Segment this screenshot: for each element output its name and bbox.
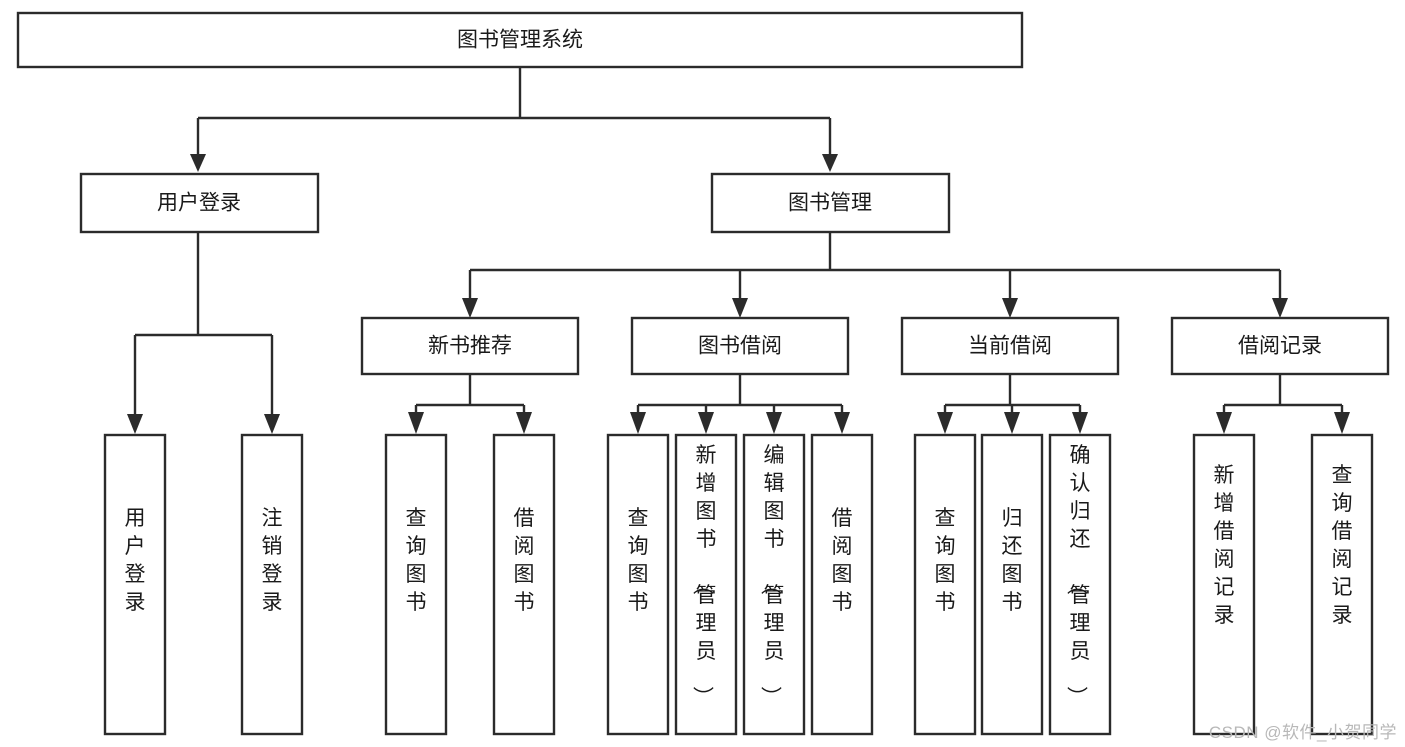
leaf-node[interactable]: 查询图书 <box>913 433 977 736</box>
node-box-book-borrow <box>630 316 850 376</box>
node-label-current-borrow: 当前借阅 <box>968 335 1052 358</box>
arrowhead-l2-2 <box>732 298 748 318</box>
leaf-node[interactable]: 用户登录 <box>103 433 167 736</box>
node-label-book-borrow: 图书借阅 <box>698 335 782 358</box>
leaf-box-current-borrow-3 <box>1048 433 1112 736</box>
leaf-box-new-book-1 <box>384 433 448 736</box>
node-box-borrow-record <box>1170 316 1390 376</box>
node-box-root <box>16 11 1024 69</box>
arrowhead-cb-1 <box>937 412 953 434</box>
arrowhead-l2-3 <box>1002 298 1018 318</box>
leaf-node[interactable]: 查询借阅记录 <box>1310 433 1374 736</box>
node-box-user-login <box>79 172 320 234</box>
node-current-borrow[interactable]: 当前借阅 <box>900 316 1120 376</box>
arrowhead-book-manage <box>822 154 838 172</box>
arrowhead-l2-1 <box>462 298 478 318</box>
leaf-node[interactable]: 借阅图书 <box>492 433 556 736</box>
leaf-box-user-login-2 <box>240 433 304 736</box>
connectors-current-borrow-to-leaves <box>937 374 1088 434</box>
connectors-borrow-record-to-leaves <box>1216 374 1350 434</box>
leaf-box-current-borrow-1 <box>913 433 977 736</box>
leaf-node[interactable]: 归还图书 <box>980 433 1044 736</box>
connectors-user-login-to-leaves <box>127 232 280 434</box>
node-book-borrow[interactable]: 图书借阅 <box>630 316 850 376</box>
leaf-node[interactable]: 新增图书（管理员） <box>674 433 738 736</box>
leaf-label-new-book-2: 借阅图书 <box>514 507 535 614</box>
leaf-node[interactable]: 注销登录 <box>240 433 304 736</box>
leaf-label-user-login-2: 注销登录 <box>262 507 283 614</box>
node-label-borrow-record: 借阅记录 <box>1238 335 1322 358</box>
arrowhead-bb-3 <box>766 412 782 434</box>
node-new-book-recommend[interactable]: 新书推荐 <box>360 316 580 376</box>
arrowhead-cb-3 <box>1072 412 1088 434</box>
arrowhead-bb-1 <box>630 412 646 434</box>
arrowhead-ul-1 <box>127 414 143 434</box>
leaf-box-book-borrow-3 <box>742 433 806 736</box>
leaf-label-book-borrow-3: 编辑图书（管理员） <box>759 444 785 707</box>
node-box-current-borrow <box>900 316 1120 376</box>
arrowhead-l2-4 <box>1272 298 1288 318</box>
node-label-new-book-recommend: 新书推荐 <box>428 335 512 358</box>
node-user-login[interactable]: 用户登录 <box>79 172 320 234</box>
connectors-root-to-level1 <box>190 67 838 172</box>
arrowhead-ul-2 <box>264 414 280 434</box>
arrowhead-bb-4 <box>834 412 850 434</box>
arrowhead-nb-2 <box>516 412 532 434</box>
arrowhead-cb-2 <box>1004 412 1020 434</box>
leaf-box-book-borrow-2 <box>674 433 738 736</box>
leaf-label-current-borrow-3: 确认归还（管理员） <box>1065 444 1091 707</box>
leaf-label-current-borrow-2: 归还图书 <box>1002 507 1023 614</box>
leaf-label-book-borrow-4: 借阅图书 <box>832 507 853 614</box>
node-box-new-book-recommend <box>360 316 580 376</box>
leaf-label-current-borrow-1: 查询图书 <box>935 507 956 614</box>
leaf-box-current-borrow-2 <box>980 433 1044 736</box>
leaf-box-user-login-1 <box>103 433 167 736</box>
leaf-node[interactable]: 编辑图书（管理员） <box>742 433 806 736</box>
node-label-root: 图书管理系统 <box>457 29 583 52</box>
node-root-book-management-system[interactable]: 图书管理系统 <box>16 11 1024 69</box>
leaf-node[interactable]: 查询图书 <box>606 433 670 736</box>
leaf-node[interactable]: 新增借阅记录 <box>1192 433 1256 736</box>
arrowhead-br-1 <box>1216 412 1232 434</box>
node-book-management[interactable]: 图书管理 <box>710 172 951 234</box>
leaf-node[interactable]: 查询图书 <box>384 433 448 736</box>
node-label-book-management: 图书管理 <box>788 192 872 215</box>
leaf-label-book-borrow-1: 查询图书 <box>628 507 649 614</box>
node-box-book-management <box>710 172 951 234</box>
leaf-label-borrow-record-1: 新增借阅记录 <box>1214 464 1235 627</box>
leaf-box-borrow-record-1 <box>1192 433 1256 736</box>
leaf-node[interactable]: 确认归还（管理员） <box>1048 433 1112 736</box>
arrowhead-nb-1 <box>408 412 424 434</box>
leaf-label-book-borrow-2: 新增图书（管理员） <box>691 444 717 707</box>
node-borrow-record[interactable]: 借阅记录 <box>1170 316 1390 376</box>
node-label-user-login: 用户登录 <box>157 192 241 215</box>
arrowhead-user-login <box>190 154 206 172</box>
leaf-box-book-borrow-1 <box>606 433 670 736</box>
arrowhead-bb-2 <box>698 412 714 434</box>
leaf-box-book-borrow-4 <box>810 433 874 736</box>
connectors-book-borrow-to-leaves <box>630 374 850 434</box>
leaf-label-borrow-record-2: 查询借阅记录 <box>1332 464 1353 627</box>
leaf-node[interactable]: 借阅图书 <box>810 433 874 736</box>
leaf-label-new-book-1: 查询图书 <box>406 507 427 614</box>
connectors-new-book-to-leaves <box>408 374 532 434</box>
leaf-box-borrow-record-2 <box>1310 433 1374 736</box>
leaf-label-user-login-1: 用户登录 <box>125 507 146 614</box>
leaf-box-new-book-2 <box>492 433 556 736</box>
arrowhead-br-2 <box>1334 412 1350 434</box>
connectors-book-manage-to-level2 <box>462 232 1288 318</box>
